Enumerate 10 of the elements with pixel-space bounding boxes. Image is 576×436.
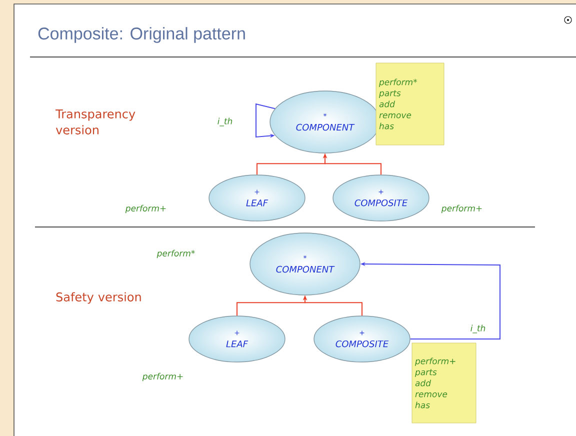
feature-label: perform*: [156, 250, 195, 258]
client-link: [256, 103, 276, 138]
version-label: Safety version: [56, 292, 141, 304]
feature-note: perform* parts add remove has: [376, 62, 444, 146]
feature-label: perform+: [125, 204, 166, 214]
feature-label: perform+: [142, 372, 183, 382]
feature-label: perform+: [441, 204, 482, 214]
title: Composite: Original pattern: [38, 27, 245, 43]
version-label: Transparency version: [56, 110, 136, 134]
feature-note: perform+ parts add remove has: [412, 342, 476, 424]
